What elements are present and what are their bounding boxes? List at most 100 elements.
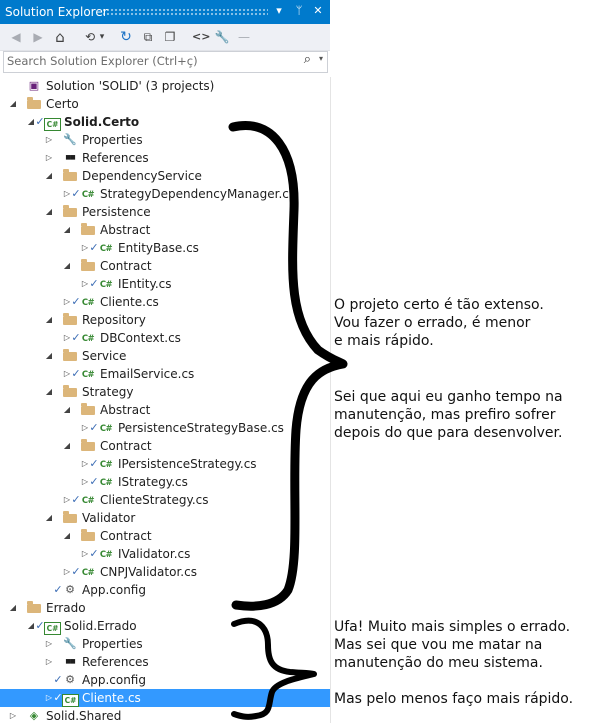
expanded-arrow-icon[interactable]: ◢: [63, 441, 71, 450]
csharp-file-icon: C#: [99, 478, 113, 488]
close-icon[interactable]: ✕: [313, 4, 323, 17]
tree-item[interactable]: ▷✓C#Cliente.cs: [0, 689, 330, 707]
collapsed-arrow-icon[interactable]: ▷: [45, 639, 53, 648]
collapsed-arrow-icon[interactable]: ▷: [63, 567, 71, 576]
refresh-icon[interactable]: ↻: [120, 29, 132, 45]
folder-icon: [62, 167, 78, 185]
expanded-arrow-icon[interactable]: ◢: [45, 315, 53, 324]
tree-item-label: StrategyDependencyManager.cs: [100, 187, 296, 201]
collapsed-arrow-icon[interactable]: ▷: [9, 711, 17, 720]
tree-item[interactable]: ◢Certo: [0, 95, 330, 113]
expanded-arrow-icon[interactable]: ◢: [45, 171, 53, 180]
expanded-arrow-icon[interactable]: ◢: [27, 117, 35, 126]
tree-item[interactable]: ▷✓C#IPersistenceStrategy.cs: [0, 455, 330, 473]
search-icon[interactable]: ⌕: [303, 52, 311, 67]
collapsed-arrow-icon[interactable]: ▷: [63, 297, 71, 306]
csharp-file-icon: C#: [81, 298, 95, 308]
tree-item[interactable]: ▷✓C#StrategyDependencyManager.cs: [0, 185, 330, 203]
search-input[interactable]: [7, 53, 292, 69]
auto-hide-pin-icon[interactable]: ᛘ: [295, 4, 303, 17]
chevron-down-icon[interactable]: ▾: [99, 32, 105, 42]
tree-item[interactable]: ▷✓C#EntityBase.cs: [0, 239, 330, 257]
csharp-project-icon: C#: [44, 617, 61, 635]
tree-item[interactable]: ◢Persistence: [0, 203, 330, 221]
tree-item[interactable]: ◢Strategy: [0, 383, 330, 401]
tree-item[interactable]: ◢Contract: [0, 437, 330, 455]
collapsed-arrow-icon[interactable]: ▷: [81, 279, 89, 288]
collapsed-arrow-icon[interactable]: ▷: [81, 423, 89, 432]
expanded-arrow-icon[interactable]: ◢: [45, 387, 53, 396]
collapsed-arrow-icon[interactable]: ▷: [45, 657, 53, 666]
tree-item[interactable]: ▷✓C#DBContext.cs: [0, 329, 330, 347]
tree-item[interactable]: ◢Service: [0, 347, 330, 365]
history-icon[interactable]: ⟲: [84, 30, 96, 44]
tree-item[interactable]: ▷✓C#IValidator.cs: [0, 545, 330, 563]
view-code-icon[interactable]: <>: [192, 30, 211, 43]
collapse-all-icon[interactable]: ⧉: [143, 30, 153, 44]
wrench-icon[interactable]: 🔧: [214, 30, 230, 44]
tree-item[interactable]: ◢Contract: [0, 527, 330, 545]
window-options-icon[interactable]: ▾: [276, 4, 282, 17]
expanded-arrow-icon[interactable]: ◢: [63, 225, 71, 234]
tree-item-label: References: [82, 655, 149, 669]
expanded-arrow-icon[interactable]: ◢: [63, 405, 71, 414]
collapsed-arrow-icon[interactable]: ▷: [63, 189, 71, 198]
tree-item-label: Abstract: [100, 403, 151, 417]
tree-item[interactable]: ▷🔧Properties: [0, 635, 330, 653]
tree-item[interactable]: ▷✓C#CNPJValidator.cs: [0, 563, 330, 581]
show-all-files-icon[interactable]: ❐: [164, 30, 176, 44]
collapsed-arrow-icon[interactable]: ▷: [45, 153, 53, 162]
expanded-arrow-icon[interactable]: ◢: [27, 621, 35, 630]
tree-item[interactable]: ▷◈Solid.Shared: [0, 707, 330, 725]
expanded-arrow-icon[interactable]: ◢: [45, 351, 53, 360]
tree-item[interactable]: ▷✓C#ClienteStrategy.cs: [0, 491, 330, 509]
preview-icon[interactable]: —: [238, 30, 250, 44]
expanded-arrow-icon[interactable]: ◢: [9, 603, 17, 612]
collapsed-arrow-icon[interactable]: ▷: [81, 243, 89, 252]
tree-item[interactable]: ▷🔧Properties: [0, 131, 330, 149]
tree-item[interactable]: ▷✓C#IStrategy.cs: [0, 473, 330, 491]
search-options-chevron-icon[interactable]: ▾: [318, 54, 323, 63]
collapsed-arrow-icon[interactable]: ▷: [45, 693, 53, 702]
home-icon[interactable]: ⌂: [55, 28, 65, 46]
expanded-arrow-icon[interactable]: ◢: [63, 261, 71, 270]
tree-item[interactable]: ▷✓C#PersistenceStrategyBase.cs: [0, 419, 330, 437]
tree-item[interactable]: ✓⚙App.config: [0, 581, 330, 599]
collapsed-arrow-icon[interactable]: ▷: [63, 495, 71, 504]
tree-item[interactable]: ◢Validator: [0, 509, 330, 527]
tree-item[interactable]: ▷✓C#EmailService.cs: [0, 365, 330, 383]
tree-item[interactable]: ◢ Abstract: [0, 401, 330, 419]
grip-dots[interactable]: [102, 8, 268, 16]
expanded-arrow-icon[interactable]: ◢: [63, 531, 71, 540]
expanded-arrow-icon[interactable]: ◢: [45, 513, 53, 522]
collapsed-arrow-icon[interactable]: ▷: [81, 549, 89, 558]
tree-item[interactable]: ▷✓C#IEntity.cs: [0, 275, 330, 293]
collapsed-arrow-icon[interactable]: ▷: [63, 333, 71, 342]
folder-icon: [26, 95, 42, 113]
collapsed-arrow-icon[interactable]: ▷: [63, 369, 71, 378]
folder-icon: [80, 437, 96, 455]
expanded-arrow-icon[interactable]: ◢: [9, 99, 17, 108]
window-title: Solution Explorer: [5, 5, 108, 19]
tree-item[interactable]: ◢Abstract: [0, 221, 330, 239]
back-icon[interactable]: ◀: [11, 30, 21, 44]
expanded-arrow-icon[interactable]: ◢: [45, 207, 53, 216]
collapsed-arrow-icon[interactable]: ▷: [81, 477, 89, 486]
tree-item[interactable]: ✓⚙App.config: [0, 671, 330, 689]
tree-item[interactable]: ◢✓C#Solid.Certo: [0, 113, 330, 131]
note-line: Vou fazer o errado, é menor: [334, 315, 531, 331]
tree-item[interactable]: ◢DependencyService: [0, 167, 330, 185]
forward-icon[interactable]: ▶: [33, 30, 43, 44]
tree-item[interactable]: ▷■■References: [0, 653, 330, 671]
tree-item[interactable]: ◢Repository: [0, 311, 330, 329]
collapsed-arrow-icon[interactable]: ▷: [81, 459, 89, 468]
tree-item-label: IStrategy.cs: [118, 475, 188, 489]
tree-item[interactable]: ▣Solution 'SOLID' (3 projects): [0, 77, 330, 95]
tree-item[interactable]: ▷✓C#Cliente.cs: [0, 293, 330, 311]
tree-item[interactable]: ◢Contract: [0, 257, 330, 275]
checked-in-icon: ✓: [53, 691, 63, 704]
tree-item[interactable]: ◢✓C#Solid.Errado: [0, 617, 330, 635]
collapsed-arrow-icon[interactable]: ▷: [45, 135, 53, 144]
tree-item[interactable]: ▷■■References: [0, 149, 330, 167]
tree-item[interactable]: ◢Errado: [0, 599, 330, 617]
